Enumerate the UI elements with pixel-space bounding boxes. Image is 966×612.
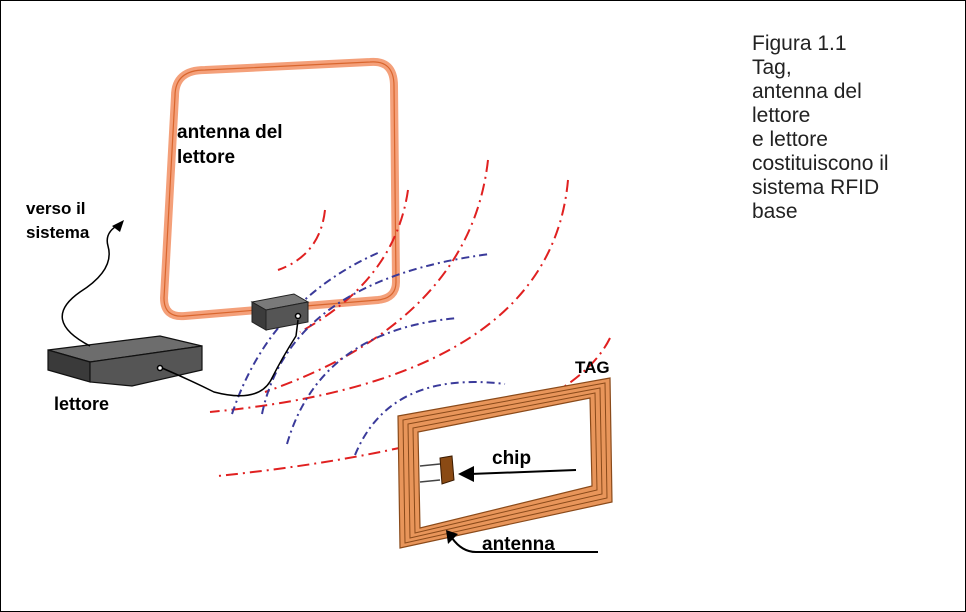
figure-caption: Figura 1.1 Tag, antenna del lettore e le…	[752, 32, 952, 224]
label-antenna-line2: lettore	[177, 147, 235, 168]
label-system-line2: sistema	[26, 223, 90, 242]
caption-line: Tag,	[752, 56, 792, 79]
label-system-line1: verso il	[26, 199, 86, 218]
cables	[61, 223, 302, 397]
caption-line: antenna del	[752, 80, 862, 103]
label-tag: TAG	[575, 358, 610, 377]
chip-arrow-icon	[458, 466, 577, 482]
tag-chip	[419, 455, 455, 485]
reader-box	[47, 335, 203, 387]
label-reader: lettore	[54, 394, 109, 414]
caption-line: costituiscono il	[752, 152, 889, 175]
reader-antenna-loop	[159, 57, 401, 321]
caption-line: lettore	[752, 104, 811, 127]
caption-line: e lettore	[752, 128, 828, 151]
system-arrow-icon	[112, 220, 124, 232]
caption-line: Figura 1.1	[752, 32, 847, 55]
tag-antenna-arrow-icon	[446, 530, 598, 553]
caption-line: sistema RFID	[752, 176, 880, 199]
label-chip: chip	[492, 448, 531, 469]
tag-coil	[397, 377, 613, 549]
label-antenna-line1: antenna del	[177, 122, 283, 143]
antenna-connector-box	[250, 293, 310, 331]
caption-line: base	[752, 200, 798, 223]
label-tag-antenna: antenna	[482, 534, 555, 555]
